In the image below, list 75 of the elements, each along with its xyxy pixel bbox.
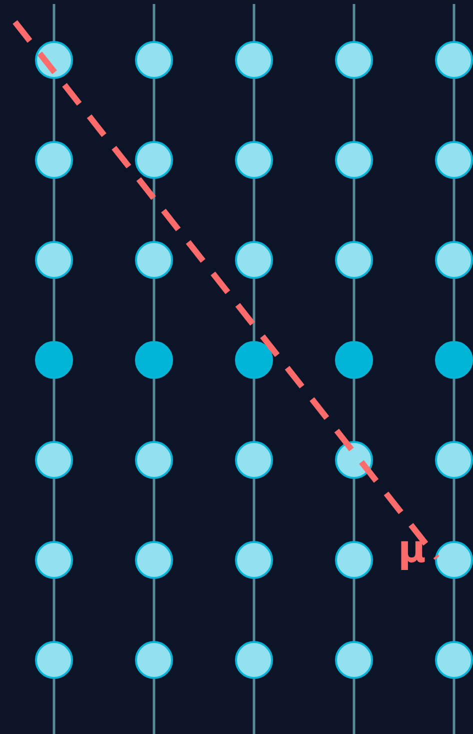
- connector-line: [452, 679, 456, 734]
- circle-node: [435, 241, 473, 279]
- connector-line: [52, 79, 56, 141]
- circle-node: [435, 441, 473, 479]
- circle-node: [35, 241, 73, 279]
- circle-node: [335, 341, 373, 379]
- connector-line: [52, 279, 56, 341]
- circle-node: [235, 141, 273, 179]
- connector-line: [452, 279, 456, 341]
- connector-line: [352, 79, 356, 141]
- circle-node: [35, 141, 73, 179]
- circle-node: [435, 41, 473, 79]
- circle-node: [235, 241, 273, 279]
- connector-line: [152, 79, 156, 141]
- connector-line: [252, 679, 256, 734]
- circle-node: [135, 441, 173, 479]
- circle-node: [335, 141, 373, 179]
- connector-line: [252, 179, 256, 241]
- circle-node: [135, 641, 173, 679]
- circle-node: [335, 41, 373, 79]
- connector-line: [452, 579, 456, 641]
- connector-line: [452, 79, 456, 141]
- connector-line: [352, 179, 356, 241]
- connector-line: [352, 579, 356, 641]
- circle-node: [135, 141, 173, 179]
- circle-node: [235, 541, 273, 579]
- circle-node: [135, 341, 173, 379]
- connector-line: [452, 4, 456, 41]
- circle-node: [135, 241, 173, 279]
- connector-line: [252, 279, 256, 341]
- connector-line: [252, 4, 256, 41]
- connector-line: [52, 379, 56, 441]
- connector-line: [52, 579, 56, 641]
- circle-node: [335, 541, 373, 579]
- connector-line: [452, 479, 456, 541]
- circle-node: [435, 141, 473, 179]
- connector-line: [52, 179, 56, 241]
- mu-label: μ: [398, 530, 426, 568]
- connector-line: [252, 379, 256, 441]
- circle-node: [135, 541, 173, 579]
- circle-node: [35, 341, 73, 379]
- circle-node: [235, 41, 273, 79]
- connector-line: [52, 479, 56, 541]
- circle-node: [435, 541, 473, 579]
- connector-line: [152, 279, 156, 341]
- connector-line: [252, 479, 256, 541]
- connector-line: [152, 4, 156, 41]
- circle-node: [435, 641, 473, 679]
- circle-node: [35, 41, 73, 79]
- connector-line: [352, 679, 356, 734]
- circle-node: [435, 341, 473, 379]
- circle-node: [35, 541, 73, 579]
- connector-line: [52, 4, 56, 41]
- connector-line: [452, 379, 456, 441]
- connector-line: [452, 179, 456, 241]
- circle-node: [335, 641, 373, 679]
- connector-line: [352, 4, 356, 41]
- connector-line: [152, 179, 156, 241]
- circle-node: [235, 641, 273, 679]
- circle-node: [335, 241, 373, 279]
- connector-line: [252, 79, 256, 141]
- connector-line: [152, 479, 156, 541]
- connector-line: [152, 379, 156, 441]
- connector-line: [152, 679, 156, 734]
- connector-line: [352, 479, 356, 541]
- connector-line: [352, 379, 356, 441]
- circle-node: [35, 641, 73, 679]
- circle-node: [35, 441, 73, 479]
- connector-line: [52, 679, 56, 734]
- circle-node: [235, 441, 273, 479]
- connector-line: [252, 579, 256, 641]
- connector-line: [152, 579, 156, 641]
- circle-node: [135, 41, 173, 79]
- connector-line: [352, 279, 356, 341]
- circle-node: [235, 341, 273, 379]
